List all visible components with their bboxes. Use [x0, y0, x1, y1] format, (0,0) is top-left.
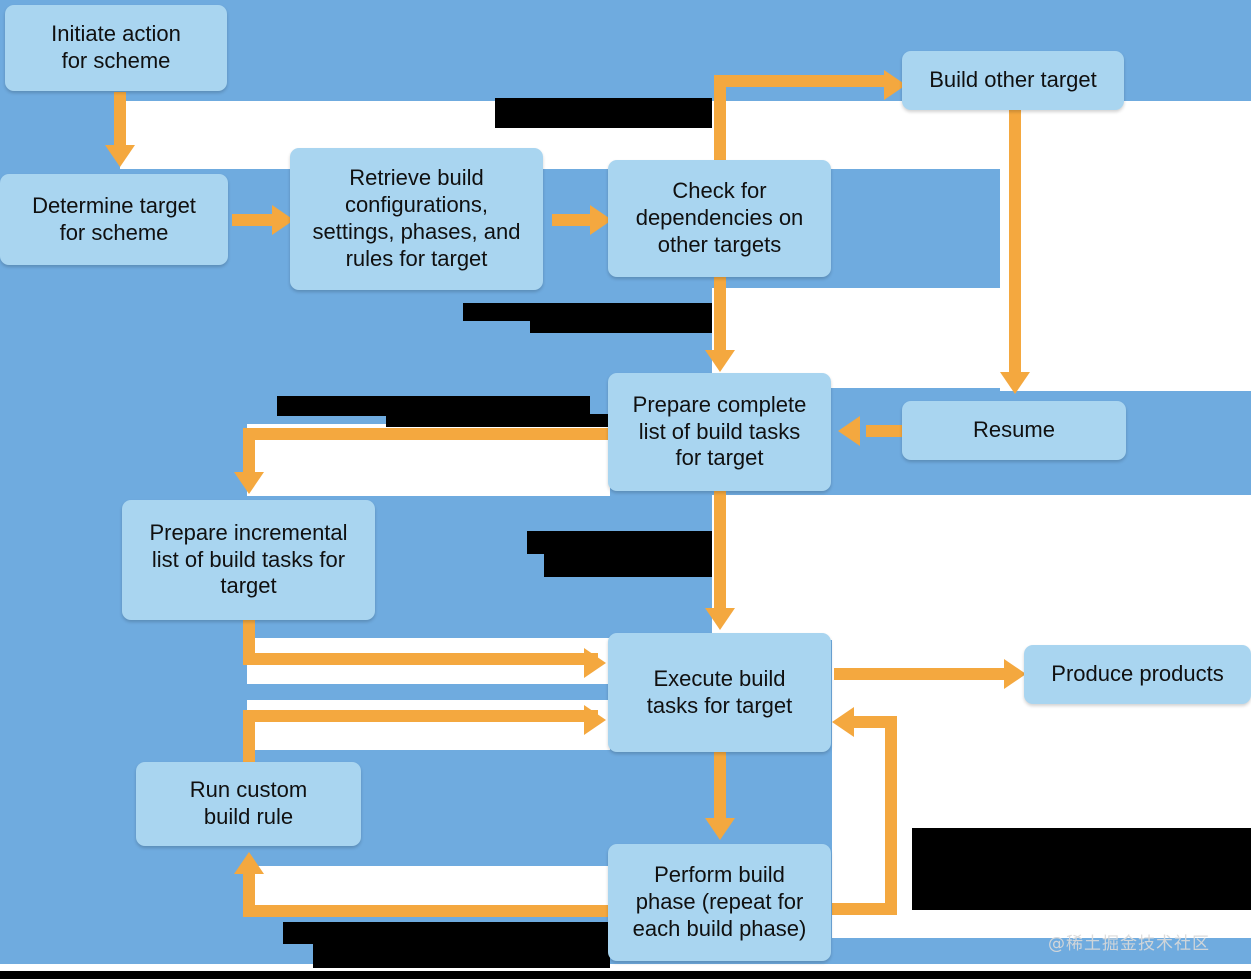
edge-performphase-to-customrule-vertical — [243, 872, 255, 910]
edge-incremental-to-execute-horizontal — [243, 653, 598, 665]
arrowhead-down-icon — [705, 608, 735, 630]
redaction-plate — [712, 495, 1251, 640]
edge-resume-to-preparecomplete — [866, 425, 906, 437]
arrowhead-left-icon — [838, 416, 860, 446]
redaction-bar — [463, 303, 712, 321]
arrowhead-right-icon — [590, 205, 612, 235]
arrowhead-right-icon — [1004, 659, 1026, 689]
arrowhead-down-icon — [234, 472, 264, 494]
edge-customrule-to-execute-horizontal — [243, 710, 598, 722]
arrowhead-right-icon — [584, 648, 606, 678]
node-prepare-complete-list[interactable]: Prepare complete list of build tasks for… — [608, 373, 831, 491]
arrowhead-right-icon — [584, 705, 606, 735]
edge-preparecomplete-to-incremental-horizontal — [243, 428, 613, 440]
edge-performphase-loop-vertical — [885, 716, 897, 911]
edge-check-to-buildother-vertical — [714, 75, 726, 185]
arrowhead-up-icon — [234, 852, 264, 874]
arrowhead-left-icon — [832, 707, 854, 737]
arrowhead-down-icon — [705, 818, 735, 840]
redaction-plate — [712, 288, 1000, 388]
redaction-bar — [283, 922, 610, 944]
node-produce-products[interactable]: Produce products — [1024, 645, 1251, 704]
node-execute-build-tasks[interactable]: Execute build tasks for target — [608, 633, 831, 752]
node-check-dependencies[interactable]: Check for dependencies on other targets — [608, 160, 831, 277]
node-build-other-target[interactable]: Build other target — [902, 51, 1124, 110]
edge-check-to-preparecomplete — [714, 276, 726, 354]
node-resume[interactable]: Resume — [902, 401, 1126, 460]
arrowhead-down-icon — [1000, 372, 1030, 394]
redaction-bar — [912, 828, 1251, 910]
edge-execute-to-performphase — [714, 752, 726, 822]
edge-initiate-to-determine — [114, 92, 126, 147]
redaction-bar — [530, 318, 712, 333]
redaction-bar — [386, 414, 610, 427]
redaction-bar — [495, 98, 712, 128]
edge-buildother-to-resume — [1009, 110, 1021, 375]
bottom-black-strip — [0, 971, 1251, 979]
edge-execute-to-produce — [834, 668, 1014, 680]
arrowhead-right-icon — [884, 70, 906, 100]
redaction-plate — [0, 964, 1251, 971]
edge-determine-to-retrieve — [232, 214, 275, 226]
edge-performphase-loop-bottom — [832, 903, 897, 915]
edge-preparecomplete-to-execute — [714, 491, 726, 611]
redaction-plate — [247, 700, 610, 750]
node-retrieve-build-config[interactable]: Retrieve build configurations, settings,… — [290, 148, 543, 290]
redaction-bar — [277, 396, 590, 416]
node-perform-build-phase[interactable]: Perform build phase (repeat for each bui… — [608, 844, 831, 961]
edge-preparecomplete-to-incremental-vertical — [243, 428, 255, 476]
arrowhead-down-icon — [105, 145, 135, 167]
edge-retrieve-to-check — [552, 214, 592, 226]
edge-check-to-buildother-horizontal — [714, 75, 889, 87]
redaction-bar — [313, 942, 610, 968]
node-initiate-action[interactable]: Initiate action for scheme — [5, 5, 227, 91]
redaction-bar — [527, 531, 712, 554]
node-prepare-incremental-list[interactable]: Prepare incremental list of build tasks … — [122, 500, 375, 620]
node-determine-target[interactable]: Determine target for scheme — [0, 174, 228, 265]
node-run-custom-build-rule[interactable]: Run custom build rule — [136, 762, 361, 846]
watermark-label: @稀土掘金技术社区 — [1048, 934, 1210, 954]
arrowhead-right-icon — [272, 205, 294, 235]
redaction-bar — [544, 551, 712, 577]
arrowhead-down-icon — [705, 350, 735, 372]
redaction-plate — [1000, 101, 1251, 391]
edge-performphase-loop-top — [852, 716, 897, 728]
edge-customrule-to-execute-vertical — [243, 710, 255, 770]
edge-performphase-to-customrule-horizontal — [243, 905, 613, 917]
